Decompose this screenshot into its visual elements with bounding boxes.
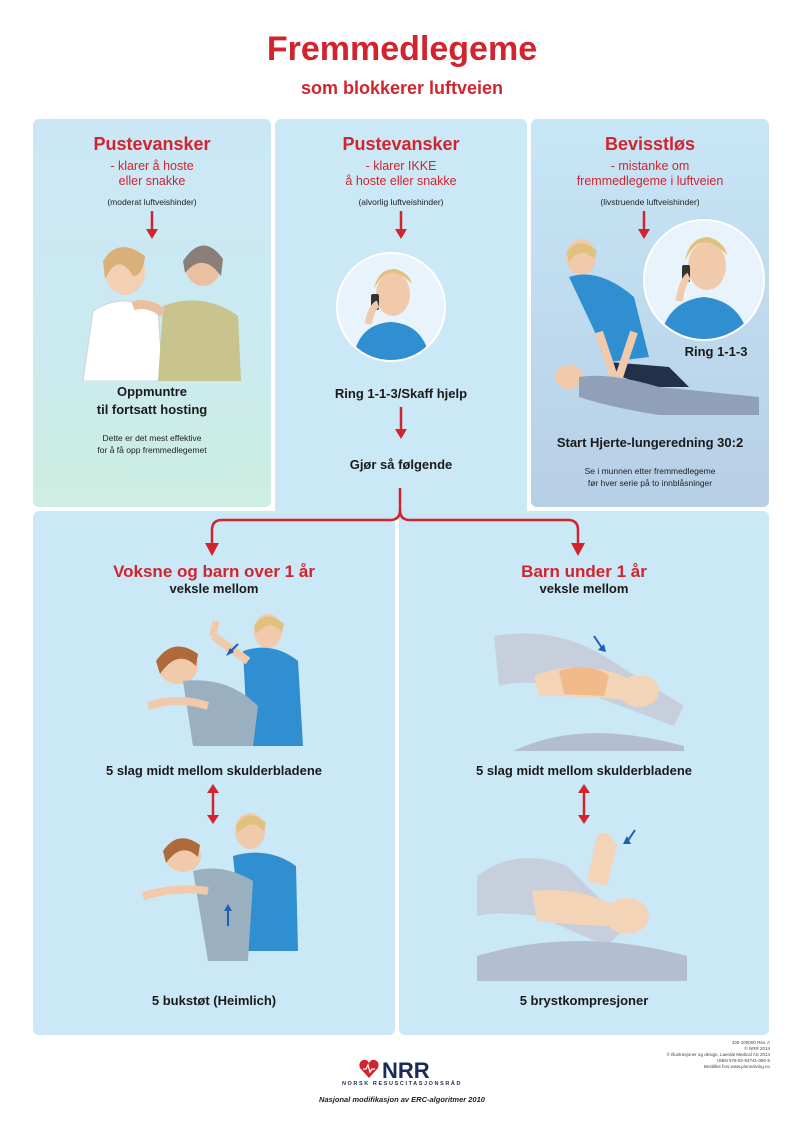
panel-severe-line1: - klarer IKKE (365, 159, 437, 173)
panel-severe-call: Ring 1-1-3/Skaff hjelp (334, 386, 468, 401)
heart-icon (359, 1059, 379, 1078)
panel-unconscious-line1: - mistanke om (610, 159, 690, 173)
abdominal-thrust-illustration (141, 813, 298, 961)
panel-infant-alternate: veksle mellom (539, 581, 629, 596)
org-name: NORSK RESUSCITASJONSRÅD (341, 1081, 463, 1087)
panel-infant: Barn under 1 år veksle mellom 5 slag mid… (399, 511, 769, 1035)
panel-adult-step1: 5 slag midt mellom skulderbladene (105, 763, 322, 778)
publication-meta: 430-100000 Rev. A © NRR 2014 © Illustras… (660, 1040, 770, 1070)
panel-severe-line2: å hoste eller snakke (345, 174, 457, 188)
panel-infant-step1: 5 slag midt mellom skulderbladene (475, 763, 692, 778)
panel-unconscious-severity: (livstruende luftveishinder) (600, 197, 700, 207)
panel-mild-action2: til fortsatt hosting (96, 402, 208, 417)
panel-severe-heading: Pustevansker (342, 134, 460, 154)
panel-unconscious-cpr: Start Hjerte-lungeredning 30:2 (556, 435, 744, 450)
back-blows-adult-illustration (146, 614, 303, 746)
alternate-arrow-icon (578, 784, 590, 824)
page-subtitle: som blokkerer luftveien (300, 78, 504, 98)
panel-severe-severity: (alvorlig luftveishinder) (358, 197, 444, 207)
panel-adult-step2: 5 bukstøt (Heimlich) (151, 993, 277, 1008)
page-title: Fremmedlegeme (266, 30, 538, 68)
panel-mild-severity: (moderat luftveishinder) (107, 197, 197, 207)
meta-line: Bestilles hos www.pinnsolving.no (703, 1064, 770, 1069)
panel-severe-obstruction: Pustevansker - klarer IKKE å hoste eller… (275, 119, 527, 519)
tagline: Nasjonal modifikasjon av ERC-algoritmer … (319, 1095, 485, 1104)
panel-unconscious-line2: fremmedlegeme i luftveien (576, 174, 724, 188)
panel-unconscious: Bevisstløs - mistanke om fremmedlegeme i… (531, 119, 769, 507)
panel-mild-heading: Pustevansker (93, 134, 211, 154)
panel-unconscious-heading: Bevisstløs (604, 134, 696, 154)
arrow-down-icon (395, 407, 407, 439)
arrow-down-icon (395, 211, 407, 239)
panel-adult-alternate: veksle mellom (169, 581, 259, 596)
phone-call-illustration (643, 219, 765, 341)
meta-line: © NRR 2014 (744, 1046, 770, 1051)
arrow-down-icon (146, 211, 158, 239)
branch-arrows (205, 488, 585, 556)
panel-mild-action1: Oppmuntre (116, 384, 188, 399)
panel-unconscious-call: Ring 1-1-3 (684, 344, 748, 359)
panel-mild-note1: Dette er det mest effektive (102, 433, 202, 443)
panel-mild-line2: eller snakke (118, 174, 186, 188)
panel-unconscious-note2: før hver serie på to innblåsninger (587, 478, 713, 488)
infant-back-blows-illustration (494, 633, 684, 751)
phone-call-illustration (336, 252, 446, 362)
panel-mild-note2: for å få opp fremmedlegemet (97, 445, 207, 455)
cpr-illustration (555, 239, 759, 415)
panel-infant-step2: 5 brystkompresjoner (519, 993, 649, 1008)
meta-line: 430-100000 Rev. A (731, 1040, 770, 1045)
infant-chest-compression-illustration (477, 829, 687, 981)
panel-severe-next: Gjør så følgende (349, 457, 453, 472)
alternate-arrow-icon (207, 784, 219, 824)
meta-line: © Illustrasjoner og design, Laerdal Medi… (666, 1052, 770, 1057)
arrow-down-icon (638, 211, 650, 239)
nrr-logo: NRR (340, 1056, 460, 1086)
panel-adult: Voksne og barn over 1 år veksle mellom 5… (33, 511, 395, 1035)
coughing-person-illustration (82, 245, 241, 381)
panel-unconscious-note1: Se i munnen etter fremmedlegeme (584, 466, 716, 476)
meta-line: ISBN 978-82-92741-080-5 (717, 1058, 770, 1063)
logo-text: NRR (382, 1058, 430, 1083)
panel-mild-line1: - klarer å hoste (110, 159, 194, 173)
panel-mild-obstruction: Pustevansker - klarer å hoste eller snak… (33, 119, 271, 507)
